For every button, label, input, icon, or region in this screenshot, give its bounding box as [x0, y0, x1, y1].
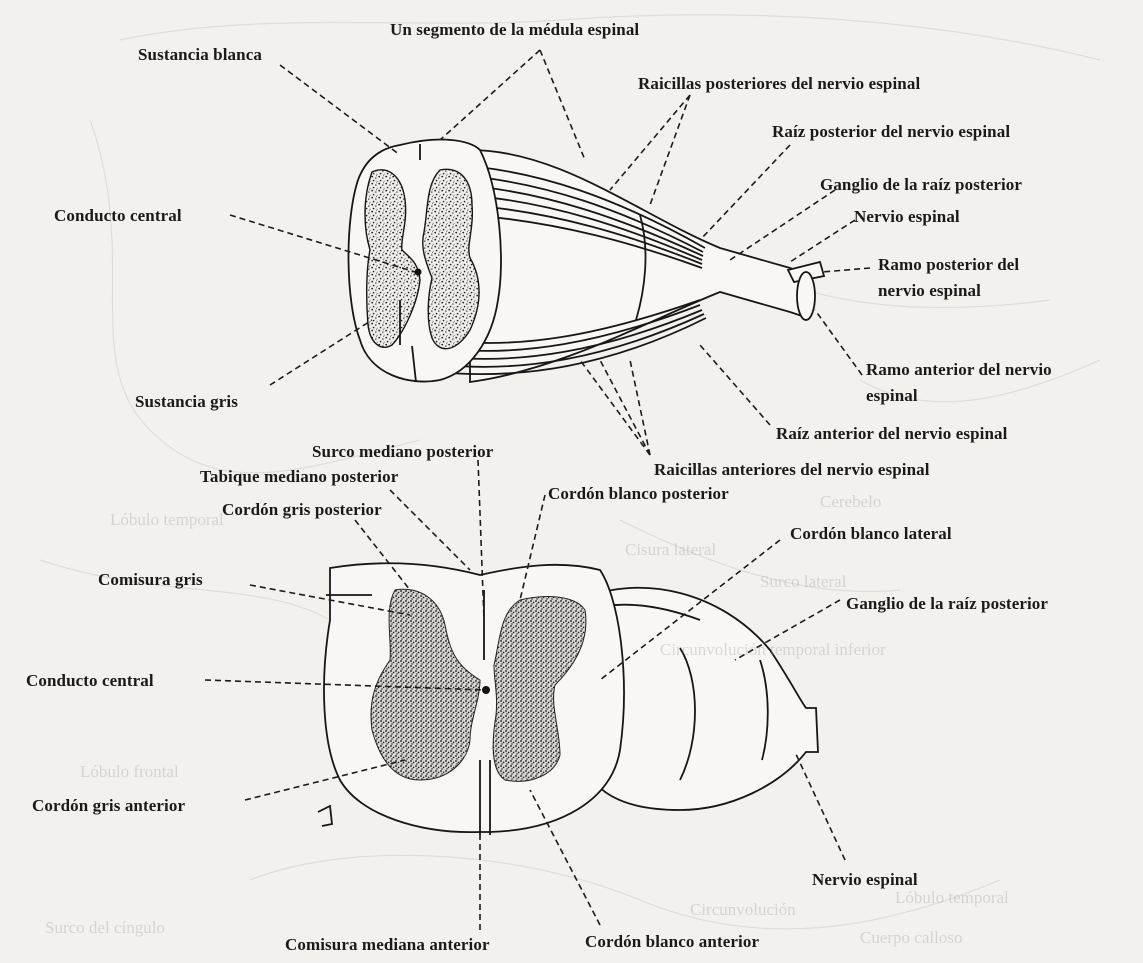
bleed-label: Circunvolución temporal inferior [660, 640, 886, 660]
label-posterior-ramus-line1: Ramo posterior del [878, 255, 1019, 275]
label-lateral-white-column: Cordón blanco lateral [790, 524, 952, 544]
label-posterior-gray-column: Cordón gris posterior [222, 500, 382, 520]
label-posterior-root: Raíz posterior del nervio espinal [772, 122, 1010, 142]
label-posterior-median-septum: Tabique mediano posterior [200, 467, 398, 487]
cord-segment-top [348, 140, 824, 382]
label-central-canal-bottom: Conducto central [26, 671, 154, 691]
label-dorsal-root-ganglion-bottom: Ganglio de la raíz posterior [846, 594, 1048, 614]
label-anterior-root: Raíz anterior del nervio espinal [776, 424, 1007, 444]
label-central-canal-top: Conducto central [54, 206, 182, 226]
label-anterior-white-commissure: Comisura mediana anterior [285, 935, 490, 955]
label-spinal-nerve-top: Nervio espinal [854, 207, 960, 227]
label-gray-matter: Sustancia gris [135, 392, 238, 412]
bleed-label: Cerebelo [820, 492, 881, 512]
label-gray-commissure: Comisura gris [98, 570, 203, 590]
label-spinal-nerve-bottom: Nervio espinal [812, 870, 918, 890]
label-spinal-cord-segment: Un segmento de la médula espinal [390, 20, 639, 40]
label-posterior-rootlets: Raicillas posteriores del nervio espinal [638, 74, 920, 94]
label-posterior-ramus-line2: nervio espinal [878, 281, 981, 301]
bleed-label: Cisura lateral [625, 540, 716, 560]
label-posterior-median-sulcus: Surco mediano posterior [312, 442, 493, 462]
bleed-label: Surco lateral [760, 572, 846, 592]
label-anterior-white-column: Cordón blanco anterior [585, 932, 759, 952]
label-anterior-ramus-line1: Ramo anterior del nervio [866, 360, 1052, 380]
label-anterior-ramus-line2: espinal [866, 386, 918, 406]
bleed-label: Surco del cíngulo [45, 918, 165, 938]
label-posterior-white-column: Cordón blanco posterior [548, 484, 729, 504]
bleed-label: Cuerpo calloso [860, 928, 962, 948]
bleed-label: Lóbulo temporal [110, 510, 224, 530]
bleed-label: Lóbulo frontal [80, 762, 179, 782]
label-anterior-rootlets: Raicillas anteriores del nervio espinal [654, 460, 930, 480]
cord-cross-section-bottom [318, 563, 818, 835]
label-anterior-gray-column: Cordón gris anterior [32, 796, 185, 816]
bleed-label: Circunvolución [690, 900, 796, 920]
bleed-label: Lóbulo temporal [895, 888, 1009, 908]
label-white-matter: Sustancia blanca [138, 45, 262, 65]
label-dorsal-root-ganglion-top: Ganglio de la raíz posterior [820, 175, 1022, 195]
